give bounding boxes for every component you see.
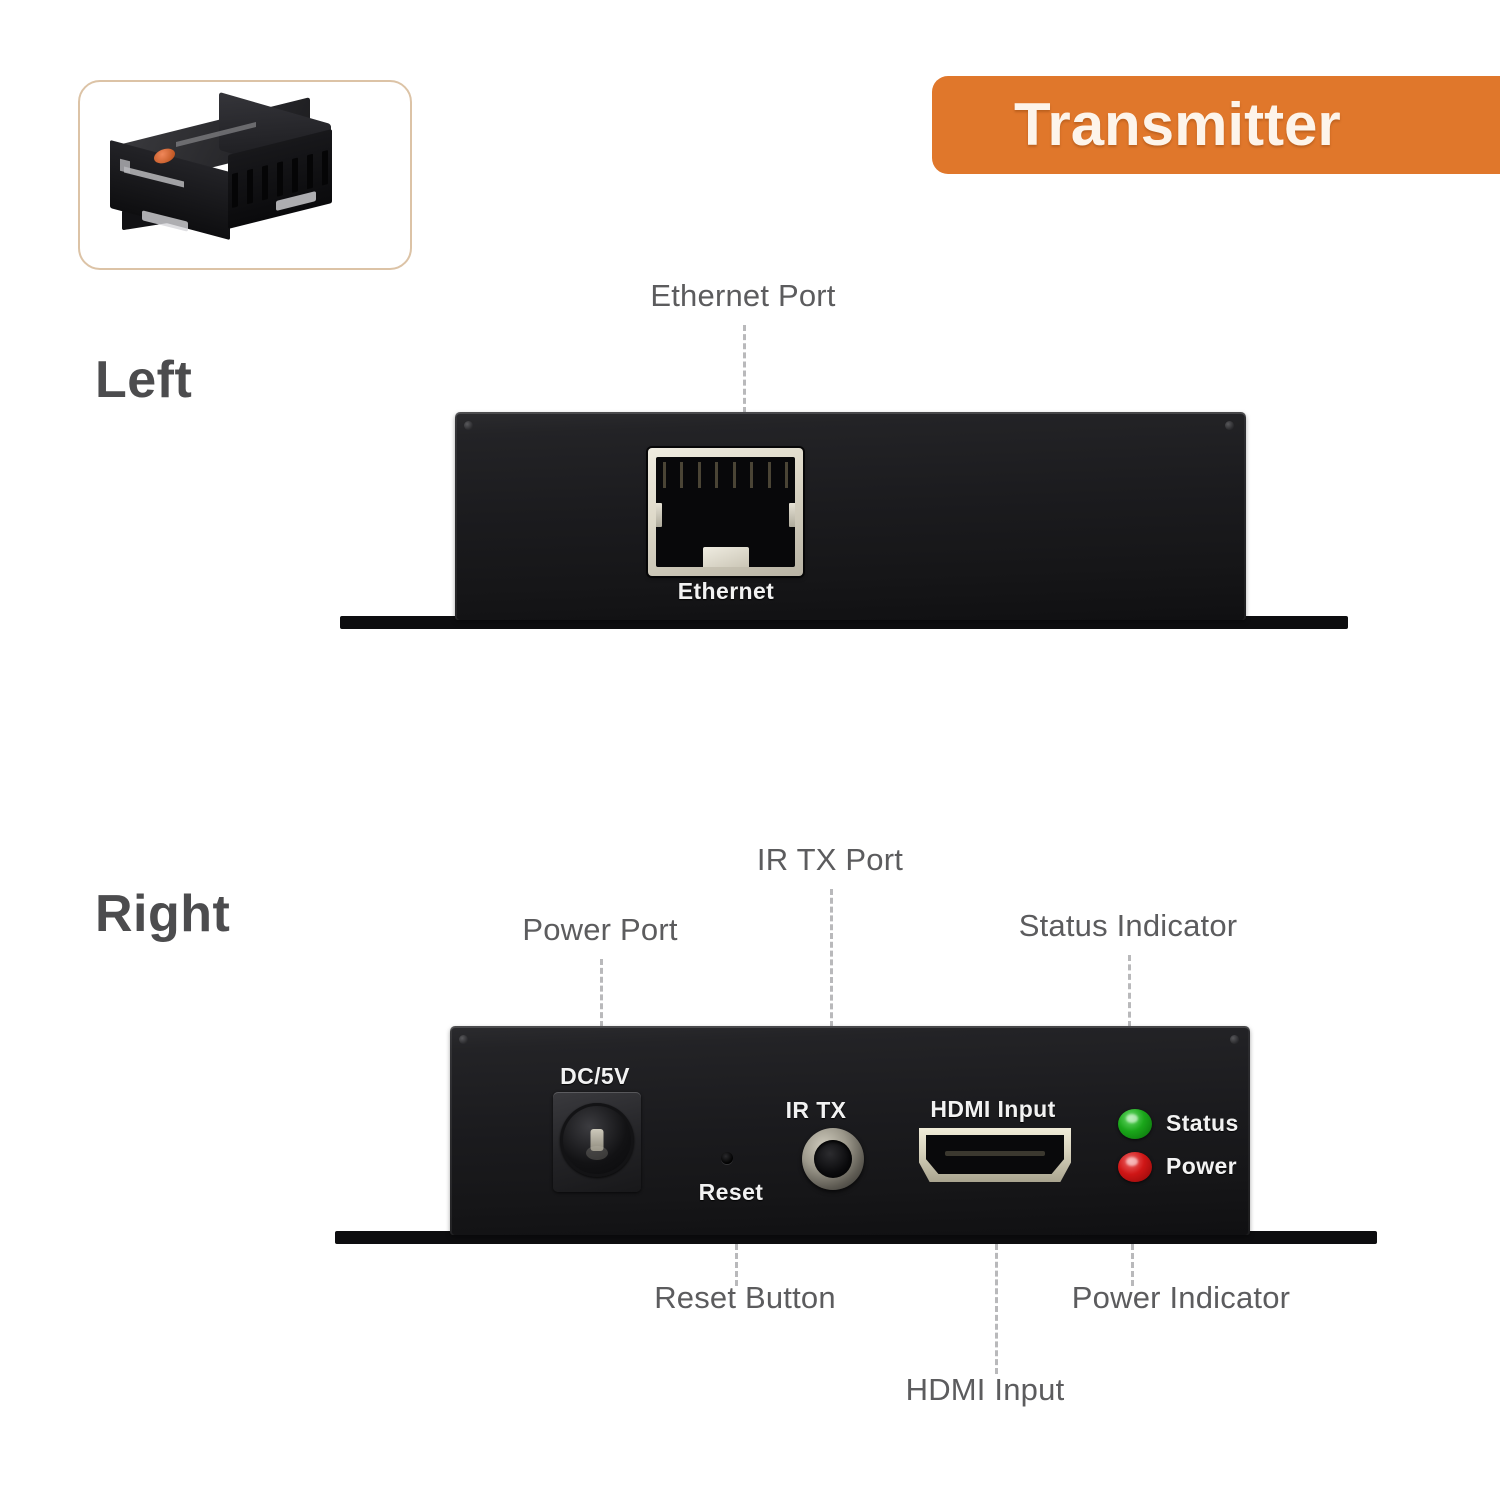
reset-button[interactable]	[721, 1152, 733, 1164]
section-caption-left: Left	[95, 351, 193, 409]
transmitter-banner: Transmitter	[932, 76, 1500, 174]
hdmi-input-port[interactable]	[919, 1128, 1071, 1182]
power-port-center-pin	[590, 1129, 604, 1151]
section-caption-right: Right	[95, 885, 231, 943]
product-thumbnail	[78, 80, 412, 270]
leader-line-hdmi-input	[995, 1244, 998, 1374]
leader-line-status-indicator	[1128, 955, 1131, 1027]
ethernet-port-latch-left	[656, 503, 662, 528]
callout-label-status-indicator: Status Indicator	[1018, 908, 1238, 943]
callout-label-hdmi-input: HDMI Input	[905, 1372, 1065, 1407]
screw-icon	[1225, 421, 1234, 430]
ethernet-port-key-notch	[702, 547, 749, 567]
screw-icon	[459, 1035, 468, 1044]
hdmi-input-port-pin-bar	[945, 1150, 1045, 1156]
callout-label-power-indicator: Power Indicator	[1071, 1280, 1291, 1315]
ir-tx-port[interactable]	[802, 1128, 864, 1190]
chassis-body-left	[455, 412, 1246, 620]
silkscreen-hdmi-input: HDMI Input	[930, 1096, 1056, 1122]
leader-line-reset-button	[735, 1244, 738, 1286]
power-port[interactable]	[553, 1092, 641, 1192]
status-indicator-led	[1118, 1109, 1152, 1139]
ethernet-port-cavity	[656, 457, 795, 567]
callout-label-reset-button: Reset Button	[654, 1280, 836, 1315]
ethernet-port-pins	[663, 462, 788, 488]
screw-icon	[464, 421, 473, 430]
callout-label-power-port: Power Port	[522, 912, 678, 947]
leader-line-ir-tx-port	[830, 889, 833, 1027]
thumb-port-icon	[120, 158, 130, 174]
power-indicator-led	[1118, 1152, 1152, 1182]
ethernet-port[interactable]	[648, 448, 803, 576]
hdmi-input-port-cavity	[926, 1135, 1064, 1174]
ethernet-port-latch-right	[789, 503, 795, 528]
silkscreen-power: Power	[1166, 1153, 1238, 1179]
silkscreen-status: Status	[1166, 1110, 1239, 1136]
silkscreen-ethernet: Ethernet	[677, 578, 775, 604]
silkscreen-dc5v: DC/5V	[560, 1063, 630, 1089]
leader-line-power-port	[600, 959, 603, 1027]
silkscreen-reset: Reset	[698, 1179, 764, 1205]
product-thumbnail-image	[80, 82, 410, 268]
power-port-pin-glow	[586, 1145, 608, 1160]
transmitter-banner-label: Transmitter	[1014, 91, 1341, 158]
silkscreen-ir-tx: IR TX	[785, 1097, 847, 1123]
leader-line-power-indicator	[1131, 1244, 1134, 1286]
callout-label-ir-tx-port: IR TX Port	[756, 842, 904, 877]
leader-line-ethernet-port	[743, 325, 746, 413]
callout-label-ethernet-port: Ethernet Port	[650, 278, 836, 313]
power-port-barrel	[560, 1103, 634, 1177]
screw-icon	[1230, 1035, 1239, 1044]
